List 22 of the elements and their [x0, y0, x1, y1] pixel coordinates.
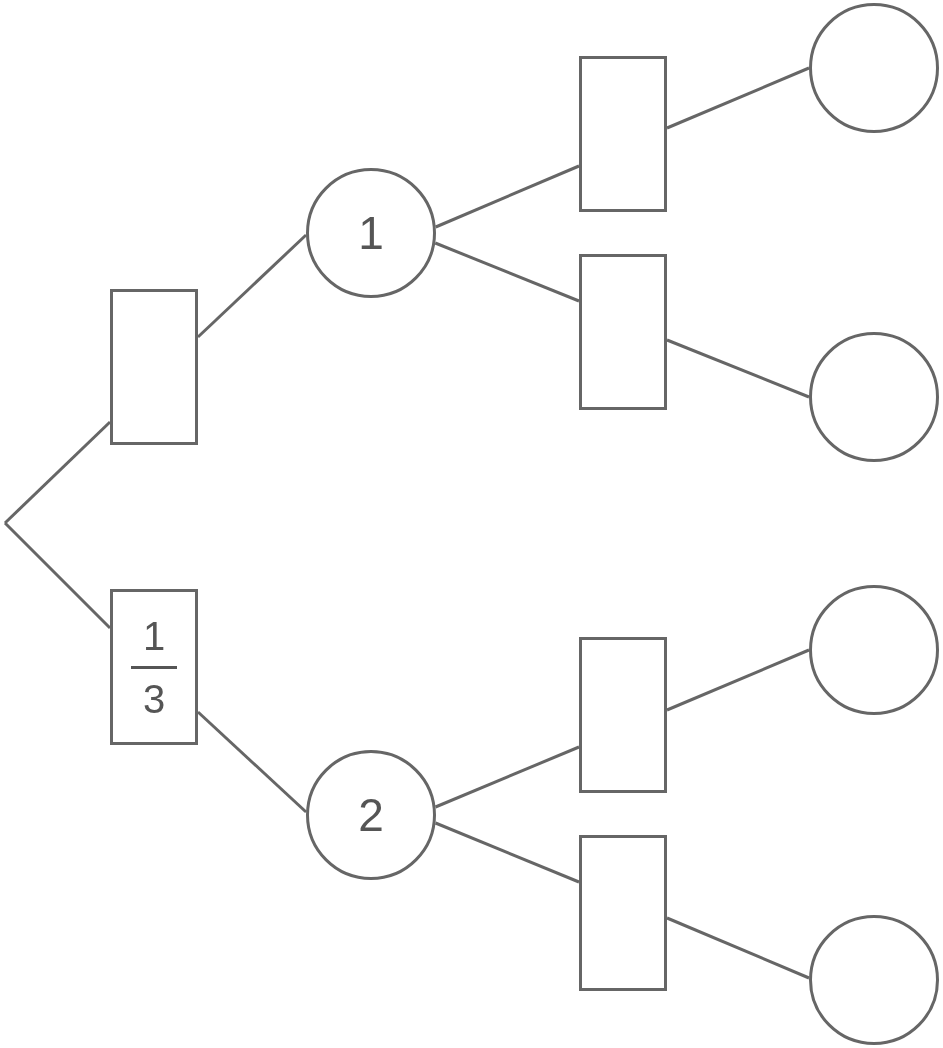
branch-line	[666, 648, 810, 712]
probability-box	[579, 254, 667, 410]
probability-box	[110, 589, 198, 745]
numerator: 1	[142, 615, 166, 656]
probability-box	[110, 289, 198, 445]
number-label: 1	[358, 210, 384, 256]
branch-line	[666, 916, 810, 980]
probability-box	[579, 637, 667, 793]
branch-line	[666, 66, 810, 130]
branch-line	[197, 710, 308, 814]
branch-line	[435, 164, 580, 229]
branch-line	[3, 521, 112, 630]
branch-line	[434, 745, 580, 809]
branch-line	[434, 821, 580, 884]
probability-box	[579, 56, 667, 212]
branch-line	[666, 338, 810, 399]
branch-line	[434, 241, 580, 303]
probability-box	[579, 835, 667, 991]
number-label: 2	[358, 792, 384, 838]
branch-line	[196, 233, 308, 339]
branch-line	[3, 420, 112, 525]
denominator: 3	[142, 678, 166, 719]
